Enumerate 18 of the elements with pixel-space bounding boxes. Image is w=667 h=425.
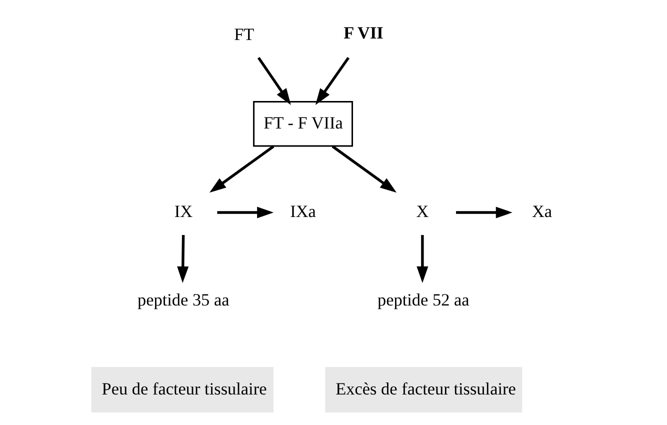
node-box: FT - F VIIa bbox=[253, 100, 353, 147]
node-text: X bbox=[416, 202, 429, 222]
arrow bbox=[332, 145, 397, 193]
arrow bbox=[257, 57, 291, 105]
arrow bbox=[209, 145, 274, 193]
arrow bbox=[456, 206, 512, 218]
node-text: Xa bbox=[532, 202, 552, 222]
node-box: Peu de facteur tissulaire bbox=[91, 366, 274, 413]
arrow bbox=[315, 57, 350, 105]
node-text: FT bbox=[234, 24, 254, 44]
node-text: peptide 35 aa bbox=[137, 290, 230, 310]
node-text: IXa bbox=[290, 202, 316, 222]
arrow bbox=[416, 235, 428, 283]
arrow bbox=[177, 235, 189, 283]
node-text: F VII bbox=[344, 24, 384, 43]
node-text: IX bbox=[174, 202, 193, 222]
arrow bbox=[217, 206, 274, 218]
node-text: peptide 52 aa bbox=[378, 290, 470, 310]
